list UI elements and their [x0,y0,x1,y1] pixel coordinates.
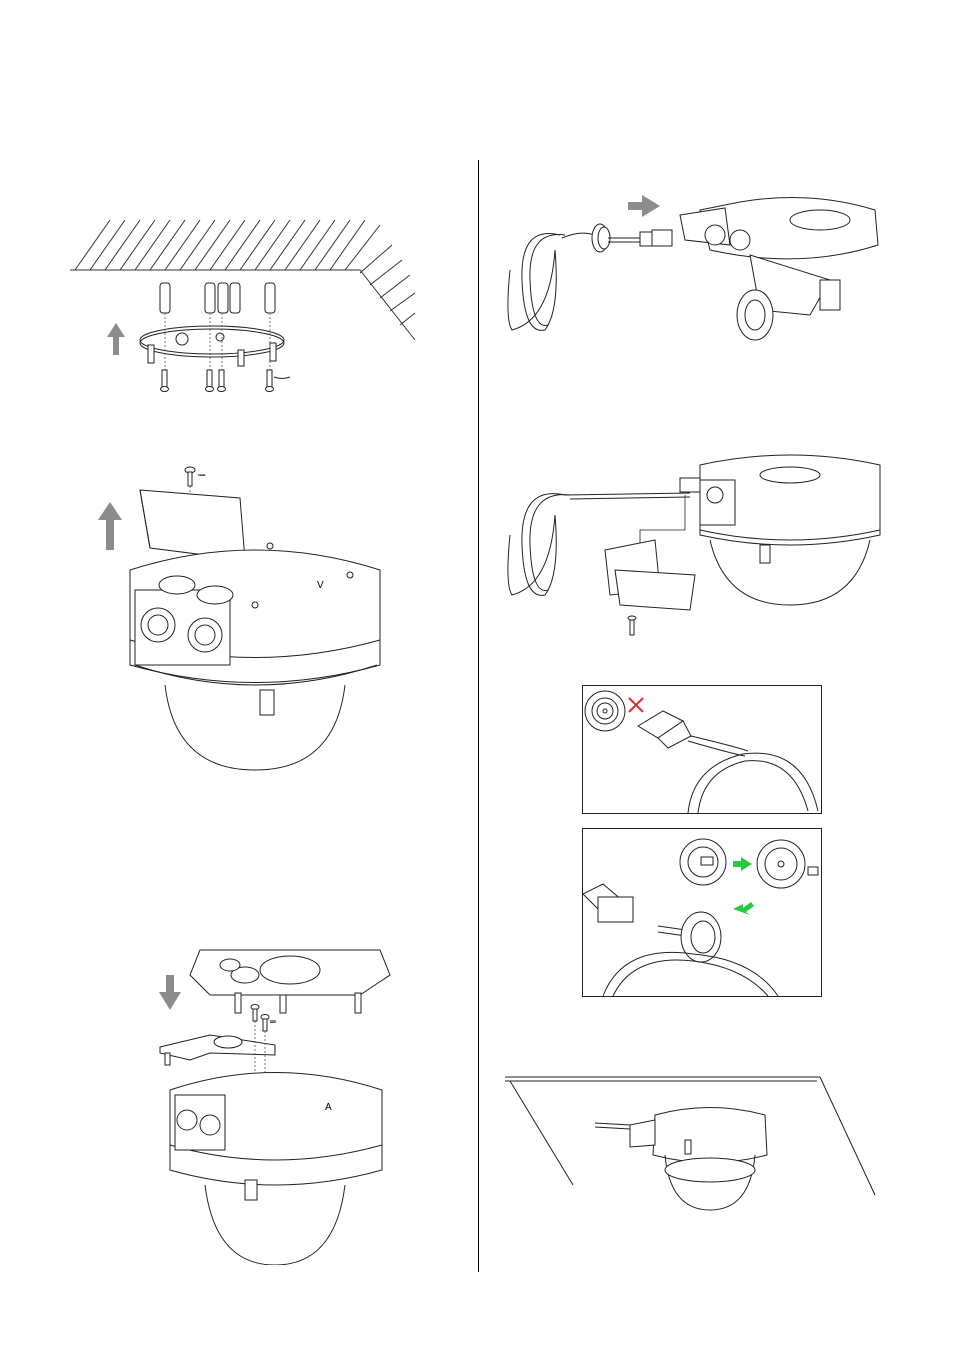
fig-cable-insert [500,190,890,355]
wrong-cross-icon [629,698,643,712]
ceiling-hatch [70,220,415,340]
up-arrow-icon [107,323,125,355]
wall-anchors [160,283,275,313]
dome-camera [170,1073,382,1266]
cable-coil [508,233,595,330]
cable-bracket [605,540,695,635]
correct-arrow-icon [733,857,754,915]
cable-bracket [160,1035,275,1065]
dome-mark-label: V [317,580,324,591]
dome-mark-label-bottom: A [325,1102,332,1113]
rj45-plug [608,230,672,246]
rj45-plug [583,884,633,922]
fig-ceiling-mount [70,215,420,400]
fig-cable-routing [500,450,890,650]
grommet [592,224,610,252]
mount-plate [190,950,390,1013]
screws [161,370,291,392]
down-arrow-icon [159,975,181,1010]
screw-tick-label: – [200,470,206,481]
cable-coil [688,736,818,813]
cable-cover [140,490,245,560]
cable-coil [603,912,778,996]
camera-base [680,455,880,605]
dome-camera [595,1108,767,1211]
up-arrow-icon [98,502,122,550]
dome-camera [130,543,380,770]
fig-attach-plate: – A [150,935,400,1265]
screw-tick-label-bottom: – [270,1017,276,1028]
right-arrow-icon [628,195,660,217]
camera-base [680,198,878,341]
fig-grommet-wrong [582,685,822,814]
rj45-plug [638,711,691,748]
fig-grommet-right [582,828,822,997]
fig-remove-cover: – V [95,460,395,780]
grommet [585,691,625,731]
column-divider [478,160,479,1272]
mount-plate [140,326,284,366]
fig-final-install [505,1075,885,1220]
